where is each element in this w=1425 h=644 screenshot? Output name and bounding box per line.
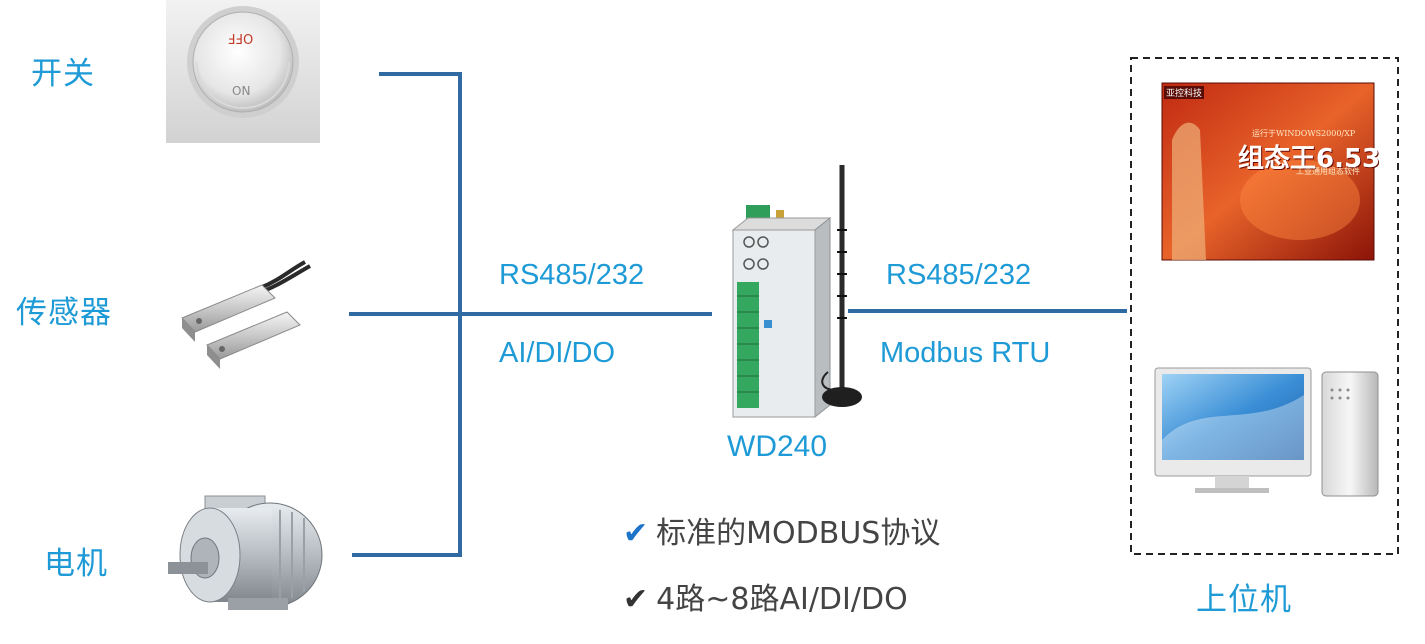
feature-text: 4路~8路AI/DI/DO <box>656 582 908 617</box>
feature-text: 标准的MODBUS协议 <box>656 516 941 551</box>
device-model-label: WD240 <box>727 430 828 463</box>
software-caption-text: 工业通用组态软件 <box>1296 167 1360 176</box>
checkmark-icon: ✔ <box>623 582 649 617</box>
switch-off-text: OFF <box>228 30 254 45</box>
left-signals-label: AI/DI/DO <box>499 337 616 369</box>
motor-image <box>168 495 323 610</box>
right-protocol-label: RS485/232 <box>886 259 1032 291</box>
switch-on-text: ON <box>232 84 251 98</box>
switch-label: 开关 <box>31 56 95 92</box>
sensor-label: 传感器 <box>16 295 112 331</box>
software-subtitle-text: 运行于WINDOWS2000/XP <box>1252 129 1356 138</box>
sensor-image <box>181 260 311 369</box>
switch-image <box>166 0 320 143</box>
motor-label: 电机 <box>44 546 108 582</box>
connection-lines <box>349 72 1127 557</box>
antenna-image <box>821 165 862 407</box>
feature-item: ✔标准的MODBUS协议 <box>623 508 940 552</box>
software-brand-text: 亚控科技 <box>1164 86 1205 99</box>
computer-image <box>1154 367 1379 497</box>
host-frame <box>1130 57 1399 555</box>
checkmark-icon: ✔ <box>623 516 649 551</box>
feature-item: ✔4路~8路AI/DI/DO <box>623 574 908 618</box>
right-mode-label: Modbus RTU <box>880 337 1051 369</box>
wd240-device-image <box>731 205 832 419</box>
host-label: 上位机 <box>1196 582 1292 618</box>
left-protocol-label: RS485/232 <box>499 259 645 291</box>
software-title-text: 组态王6.53 <box>1238 144 1381 174</box>
software-box-image <box>1161 82 1375 261</box>
